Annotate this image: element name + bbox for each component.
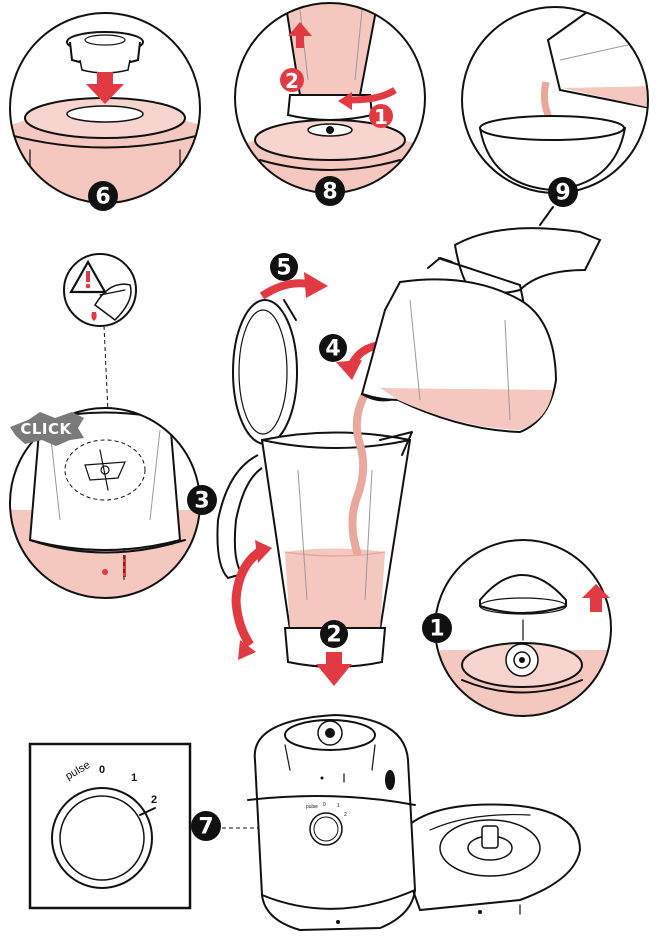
step-6-number: 6 — [95, 185, 110, 210]
step-9-number: 9 — [555, 181, 570, 206]
panel-step-6: 6 — [0, 0, 220, 220]
small-dial-label-1: 1 — [337, 803, 340, 809]
small-dial-label-0: 0 — [323, 802, 326, 808]
processor-base: pulse 0 1 2 — [248, 715, 580, 930]
step-3-number: 3 — [194, 489, 209, 514]
panel-step-8: 2 1 8 — [230, 0, 430, 206]
arrow-right-icon — [304, 272, 328, 298]
step-1-number: 1 — [429, 617, 444, 642]
pouring-jug — [362, 228, 600, 432]
substep-1-number: 1 — [374, 105, 388, 129]
step-8-number: 8 — [322, 180, 337, 205]
click-label: CLICK — [20, 420, 72, 438]
dial-label-0: 0 — [99, 764, 105, 776]
dial-label-1: 1 — [131, 772, 137, 784]
arrow-rotate-icon — [255, 540, 272, 563]
arrow-curve-icon — [336, 360, 362, 380]
dial-label-2: 2 — [151, 794, 157, 806]
small-dial-label-pulse: pulse — [306, 804, 318, 810]
substep-2-number: 2 — [285, 69, 299, 93]
step-4-number: 4 — [325, 337, 340, 362]
panel-step-9: 9 — [460, 0, 660, 225]
panel-step-3: CLICK 3 — [0, 400, 220, 620]
panel-step-1: 1 — [422, 530, 630, 730]
step-2-number: 2 — [326, 623, 341, 648]
small-dial-label-2: 2 — [344, 812, 347, 818]
step-7-number: 7 — [198, 815, 213, 840]
step-5-number: 5 — [276, 256, 291, 281]
